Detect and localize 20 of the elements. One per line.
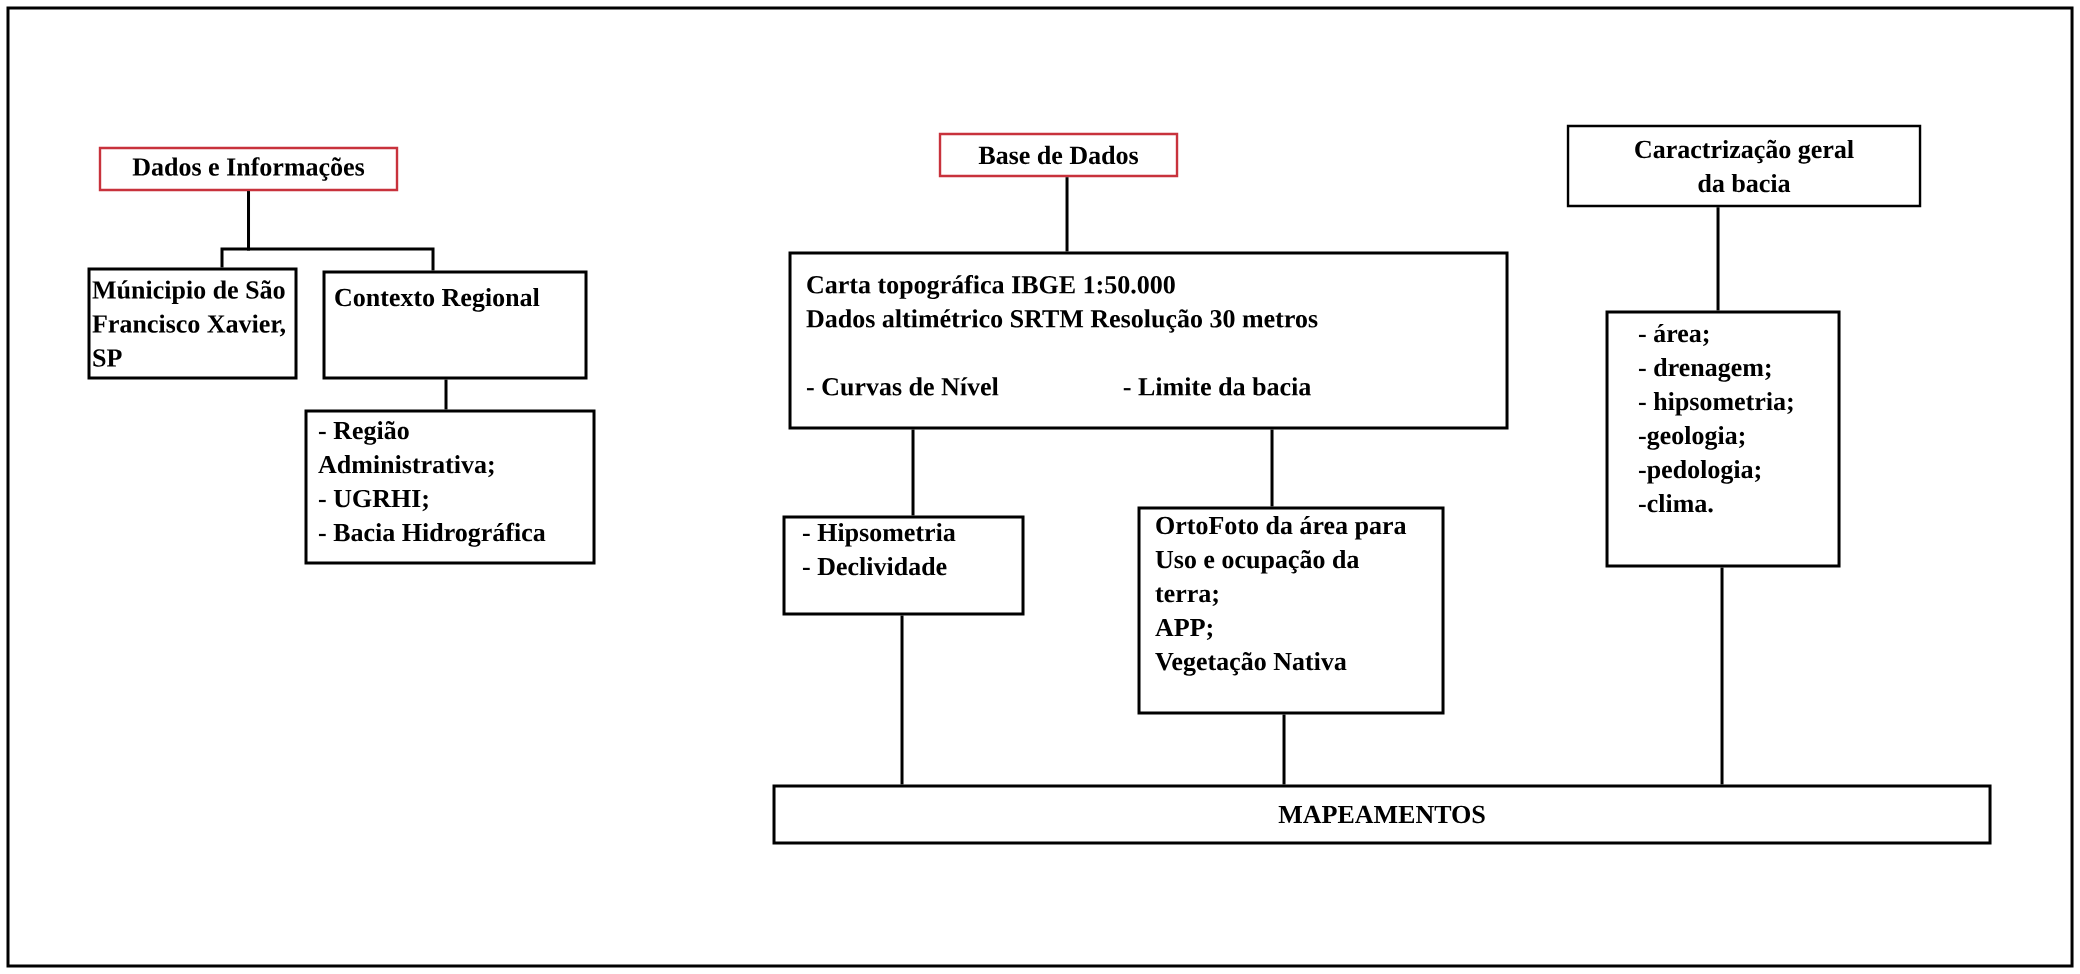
text-box: OrtoFoto da área para Uso e ocupação da terra; APP; Vegetação Nativa bbox=[1137, 506, 1445, 715]
text-box: Contexto Regional bbox=[322, 270, 588, 380]
list-box: - área; - drenagem; - hipsometria; -geologia; -pedologia; -clima. bbox=[1605, 310, 1841, 568]
connector-line bbox=[900, 615, 904, 785]
connector-line bbox=[1065, 177, 1069, 252]
connector-line bbox=[1270, 429, 1274, 507]
connector-line bbox=[1720, 567, 1724, 785]
list-box: - Hipsometria - Declividade bbox=[782, 515, 1025, 616]
heading-box: Dados e Informações bbox=[98, 146, 399, 192]
text-box: Caractrização geral da bacia bbox=[1566, 124, 1922, 208]
heading-box: Base de Dados bbox=[938, 132, 1179, 178]
list-box: - Região Administrativa; - UGRHI; - Bacia Hidrográfica bbox=[304, 409, 596, 565]
output-box: MAPEAMENTOS bbox=[772, 784, 1992, 845]
connector-line bbox=[911, 429, 915, 516]
text-box: Carta topográfica IBGE 1:50.000 Dados altimétrico SRTM Resolução 30 metros - Curvas de Nível - Limite da bacia bbox=[788, 251, 1509, 430]
connector-line bbox=[247, 191, 435, 271]
connector-line bbox=[1282, 714, 1286, 785]
text-box: Múnicipio de São Francisco Xavier, SP bbox=[87, 267, 298, 380]
connector-line bbox=[1716, 207, 1720, 311]
connector-line bbox=[444, 379, 448, 410]
